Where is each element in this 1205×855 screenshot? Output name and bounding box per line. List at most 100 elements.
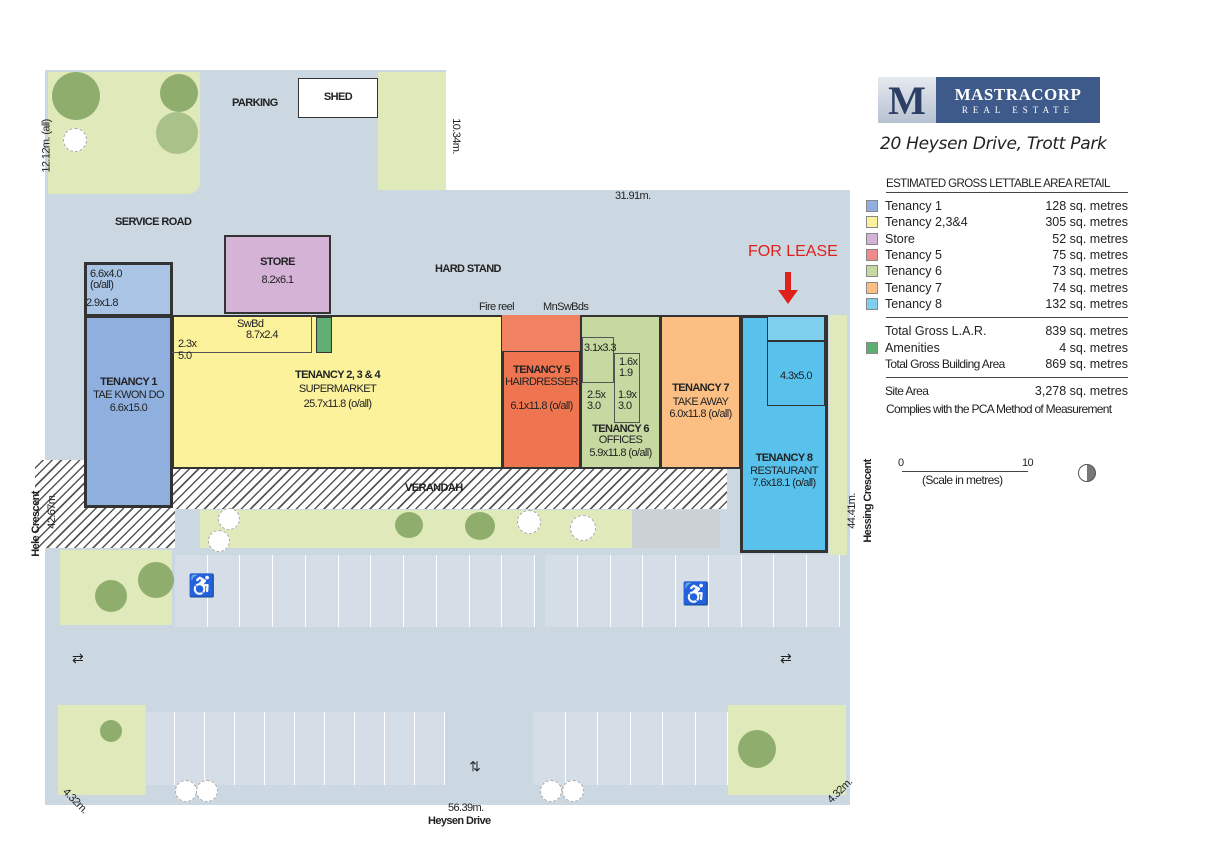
legend-title: ESTIMATED GROSS LETTABLE AREA RETAIL (886, 178, 1128, 193)
legend-name: Tenancy 5 (885, 248, 942, 263)
arrow-head-icon (778, 290, 798, 304)
verandah-label: VERANDAH (405, 482, 463, 494)
dim-left: 42.67m. (46, 493, 58, 529)
t8-room (767, 341, 825, 406)
tree-icon (95, 580, 127, 612)
t6-use: OFFICES (598, 434, 643, 446)
tree-icon (395, 512, 423, 538)
legend-value: 869 sq. metres (1045, 356, 1128, 371)
mastracorp-logo: M MASTRACORP REAL ESTATE (878, 77, 1100, 123)
legend-value: 3,278 sq. metres (1034, 384, 1128, 399)
site-area-row: Site Area 3,278 sq. metres (866, 383, 1128, 399)
swatch (866, 232, 878, 245)
legend-value: 839 sq. metres (1045, 324, 1128, 339)
swbd-dims: 8.7x2.4 (246, 329, 278, 341)
tree-icon (52, 72, 100, 120)
grass-bottom-left (58, 705, 146, 795)
legend-value: 74 sq. metres (1052, 280, 1128, 295)
tree-icon (465, 512, 495, 540)
t5-use: HAIRDRESSER (505, 376, 578, 388)
t8-room-dims: 4.3x5.0 (780, 370, 812, 382)
t6-room (582, 337, 614, 383)
t1-room-note: (o/all) (90, 279, 114, 291)
tree-icon (175, 780, 197, 802)
t1-use: TAE KWON DO (93, 389, 164, 401)
t6-r4a: 1.9x (618, 389, 637, 401)
t6-r2b: 1.9 (619, 367, 633, 379)
paved-area (632, 510, 720, 548)
t6-r1: 3.1x3.3 (584, 342, 616, 354)
t6-r3b: 3.0 (587, 400, 601, 412)
t6-r2a: 1.6x (619, 356, 638, 368)
store (224, 235, 331, 314)
store-label: STORE (260, 256, 295, 268)
tree-icon (160, 74, 198, 112)
t234-room2: 5.0 (178, 350, 192, 362)
shed (298, 78, 378, 118)
t234-dims: 25.7x11.8 (o/all) (303, 398, 372, 410)
tree-icon (196, 780, 218, 802)
amenities (316, 317, 332, 353)
dim-right-top: 10.34m. (449, 118, 462, 154)
tree-icon (208, 530, 230, 552)
accessible-parking-icon: ♿ (682, 581, 709, 606)
swatch (866, 216, 878, 229)
logo-mark: M (878, 77, 936, 123)
swatch (866, 265, 878, 278)
t8-use: RESTAURANT (750, 465, 818, 477)
tenancy-2-3-4 (172, 315, 503, 469)
legend-name: Store (885, 231, 915, 246)
legend-name: Site Area (885, 384, 929, 399)
legend-value: 4 sq. metres (1059, 340, 1128, 355)
traffic-arrows-icon: ⇄ (72, 650, 84, 666)
legend-item: Tenancy 7 74 sq. metres (866, 279, 1128, 295)
legend-name: Tenancy 1 (885, 199, 942, 214)
swatch (866, 297, 878, 310)
t1-dims: 6.6x15.0 (109, 402, 148, 414)
t1-room-dims2: 2.9x1.8 (86, 297, 118, 309)
t8-dims: 7.6x18.1 (o/all) (752, 477, 816, 489)
street-hessing: Hessing Crescent (862, 459, 874, 543)
legend-item: Tenancy 2,3&4 305 sq. metres (866, 214, 1128, 230)
dim-bottom: 56.39m. (448, 802, 484, 814)
tree-icon (218, 508, 240, 530)
divider (886, 317, 1128, 319)
tree-icon (138, 562, 174, 598)
logo-text: MASTRACORP REAL ESTATE (936, 85, 1100, 115)
shed-label: SHED (323, 91, 353, 103)
scale-min: 0 (898, 457, 904, 469)
t7-name: TENANCY 7 (672, 382, 729, 394)
verandah (172, 469, 727, 509)
tenancy-1 (84, 315, 173, 508)
accessible-parking-icon: ♿ (188, 573, 215, 598)
brand-sub: REAL ESTATE (961, 105, 1075, 115)
swatch (866, 341, 878, 354)
swatch (866, 249, 878, 262)
legend-name: Tenancy 7 (885, 280, 942, 295)
legend-name: Amenities (885, 340, 940, 355)
dim-left-top: 12.12m. (all) (40, 119, 53, 173)
scale-bar (902, 471, 1028, 472)
parking-bays-bottom-right (533, 712, 728, 785)
dim-top: 31.91m. (615, 190, 651, 202)
outside-site (446, 70, 856, 190)
tenancy-6 (580, 315, 661, 469)
legend-item: Tenancy 1 128 sq. metres (866, 198, 1128, 214)
tree-icon (63, 128, 87, 152)
legend-name: Tenancy 2,3&4 (885, 215, 968, 230)
t6-name: TENANCY 6 (592, 423, 649, 435)
t6-r3a: 2.5x (587, 389, 606, 401)
legend-value: 128 sq. metres (1045, 199, 1128, 214)
t234-name: TENANCY 2, 3 & 4 (295, 369, 381, 381)
parking-bays-top-right (545, 555, 841, 627)
t8-amenities (767, 316, 825, 341)
street-hele: Hele Crescent (30, 491, 42, 557)
legend-value: 305 sq. metres (1045, 215, 1128, 230)
legend-total: Amenities 4 sq. metres (866, 339, 1128, 355)
t6-r4b: 3.0 (618, 400, 632, 412)
tree-icon (156, 112, 198, 154)
